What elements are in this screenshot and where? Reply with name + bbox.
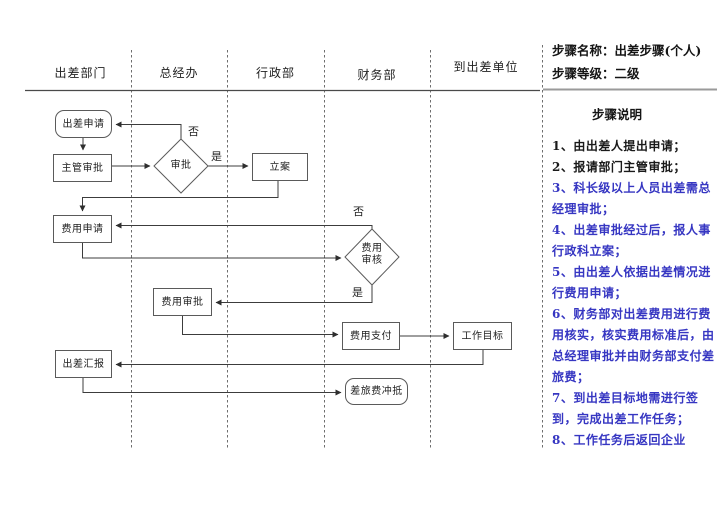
expense-review-diamond — [344, 228, 400, 286]
lane-header-trip-department: 出差部门 — [54, 66, 107, 80]
approval-decision-diamond — [153, 138, 209, 194]
step-item: 1、由出差人提出申请； — [552, 139, 686, 153]
lane-header-finance-dept: 财务部 — [357, 68, 397, 82]
edge-decision-no-to-start — [115, 121, 182, 139]
edge-label-no-1: 否 — [187, 125, 200, 138]
step-item: 3、科长级以上人员出差需总经理审批； — [552, 181, 711, 216]
step-item: 8、工作任务后返回企业 — [552, 433, 686, 447]
edge-work-target-to-report — [115, 350, 484, 368]
sidebar-steps-list: 1、由出差人提出申请； 2、报请部门主管审批； 3、科长级以上人员出差需总经理审批；… — [552, 136, 718, 448]
node-filing: 立案 — [252, 153, 308, 181]
step-item: 4、出差审批经过后，报人事行政科立案； — [552, 223, 711, 258]
node-trip-report: 出差汇报 — [55, 350, 112, 378]
node-travel-expense-offset: 差旅费冲抵 — [345, 378, 408, 405]
step-item: 5、由出差人依据出差情况进行费用申请； — [552, 265, 711, 300]
lane-header-admin-dept: 行政部 — [255, 66, 295, 80]
edge-filing-to-expense-request — [79, 181, 279, 212]
edge-review-yes-to-expense-approval — [215, 285, 373, 306]
step-level-line: 步骤等级：二级 — [552, 66, 640, 81]
node-work-target: 工作目标 — [453, 322, 512, 350]
lane-header-destination-unit: 到出差单位 — [453, 60, 519, 74]
step-item: 7、到出差目标地需进行签到，完成出差工作任务； — [552, 391, 699, 426]
step-item: 6、财务部对出差费用进行费用核实，核实费用标准后，由总经理审批并由财务部支付差旅… — [552, 307, 715, 384]
node-trip-request: 出差申请 — [55, 110, 112, 138]
edge-label-no-2: 否 — [352, 205, 365, 218]
node-expense-payment: 费用支付 — [342, 322, 400, 350]
lane-header-gm-office: 总经办 — [159, 66, 199, 80]
node-manager-approval: 主管审批 — [53, 154, 112, 182]
edge-report-to-end — [82, 378, 342, 396]
approval-decision-label: 审批 — [170, 160, 192, 171]
edge-expense-request-to-review — [82, 243, 342, 261]
edge-label-yes-2: 是 — [351, 286, 364, 299]
step-item: 2、报请部门主管审批； — [552, 160, 686, 174]
expense-review-label-line2: 审核 — [361, 255, 383, 266]
expense-review-label-line1: 费用 — [361, 243, 383, 254]
node-expense-request: 费用申请 — [53, 215, 112, 243]
steps-section-title: 步骤说明 — [591, 107, 642, 122]
edge-label-yes-1: 是 — [210, 150, 223, 163]
step-name-line: 步骤名称：出差步骤(个人) — [552, 43, 702, 58]
node-expense-approval: 费用审批 — [153, 288, 212, 316]
edge-expense-approval-to-payment — [182, 316, 339, 338]
edge-review-no-to-expense-request — [115, 222, 373, 229]
